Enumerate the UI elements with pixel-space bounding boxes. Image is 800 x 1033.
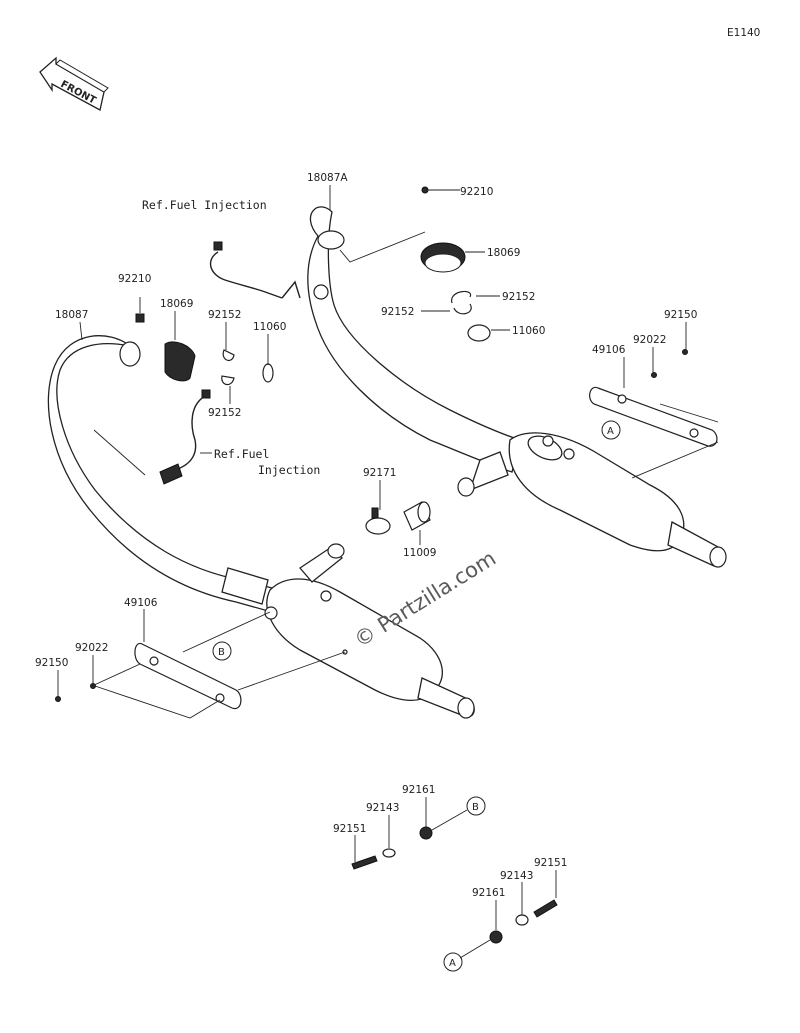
front-arrow-icon: FRONT bbox=[39, 56, 109, 111]
gasket-18069-right[interactable] bbox=[420, 242, 466, 273]
part-label-92152-l2: 92152 bbox=[208, 407, 241, 419]
part-label-18069-r: 18069 bbox=[487, 247, 520, 259]
leader-lines bbox=[57, 185, 719, 959]
pipe-11009[interactable] bbox=[403, 501, 431, 531]
callout-a-text: A bbox=[607, 426, 614, 437]
watermark: © Partzilla.com bbox=[350, 546, 500, 652]
o2-sensor-left[interactable] bbox=[159, 389, 211, 485]
muffler-right[interactable] bbox=[307, 206, 727, 568]
muffler-left[interactable] bbox=[47, 335, 475, 719]
o2-sensor-right[interactable] bbox=[209, 241, 301, 299]
part-label-92161-a: 92161 bbox=[472, 887, 505, 899]
part-label-11060-l: 11060 bbox=[253, 321, 286, 333]
part-label-92022-l: 92022 bbox=[75, 642, 108, 654]
clip-92152-right-1[interactable] bbox=[451, 290, 472, 304]
gasket-18069-left[interactable] bbox=[164, 341, 196, 382]
bolt-92150-left[interactable] bbox=[55, 696, 61, 702]
callout-a-upper: A bbox=[601, 420, 621, 440]
part-label-49106-l: 49106 bbox=[124, 597, 158, 609]
clip-92152-left-1[interactable] bbox=[222, 349, 235, 362]
clip-92152-left-2[interactable] bbox=[221, 375, 235, 386]
heat-shield-left[interactable] bbox=[134, 642, 242, 710]
part-label-92210-l: 92210 bbox=[118, 273, 151, 285]
clip-92152-right-2[interactable] bbox=[453, 303, 472, 315]
part-label-92152-r2: 92152 bbox=[381, 306, 414, 318]
callout-a-text: A bbox=[449, 958, 456, 969]
callout-b-upper: B bbox=[212, 641, 232, 661]
part-label-92161-b: 92161 bbox=[402, 784, 435, 796]
gasket-11060-left[interactable] bbox=[262, 363, 274, 383]
fastener-group-a[interactable]: A bbox=[443, 899, 558, 972]
part-label-92143-a: 92143 bbox=[500, 870, 533, 882]
nut-92210-right[interactable] bbox=[421, 186, 429, 194]
part-label-92150-r: 92150 bbox=[664, 309, 697, 321]
clamp-92171[interactable] bbox=[365, 507, 391, 535]
callout-b-text: B bbox=[218, 647, 225, 658]
bolt-92150-right[interactable] bbox=[682, 349, 688, 355]
callout-b-text: B bbox=[472, 802, 479, 813]
part-label-49106-r: 49106 bbox=[592, 344, 626, 356]
part-label-92150-l: 92150 bbox=[35, 657, 68, 669]
part-labels: 18087A 92210 18069 92152 92152 11060 921… bbox=[35, 172, 697, 899]
nut-92210-left[interactable] bbox=[135, 313, 145, 323]
part-label-92210-r: 92210 bbox=[460, 186, 493, 198]
washer-92022-right[interactable] bbox=[651, 372, 657, 378]
part-label-92152-l1: 92152 bbox=[208, 309, 241, 321]
ref-fuel-injection-top: Ref.Fuel Injection bbox=[142, 198, 267, 212]
part-label-18087A: 18087A bbox=[307, 172, 348, 184]
part-label-92022-r: 92022 bbox=[633, 334, 666, 346]
part-label-92151-b: 92151 bbox=[333, 823, 366, 835]
part-label-92171: 92171 bbox=[363, 467, 396, 479]
gasket-11060-right[interactable] bbox=[467, 324, 491, 342]
part-label-18087: 18087 bbox=[55, 309, 88, 321]
part-label-92152-r1: 92152 bbox=[502, 291, 535, 303]
part-label-11009: 11009 bbox=[403, 547, 436, 559]
part-label-18069-l: 18069 bbox=[160, 298, 193, 310]
diagram-code: E1140 bbox=[727, 27, 760, 39]
part-label-92143-b: 92143 bbox=[366, 802, 399, 814]
part-label-92151-a: 92151 bbox=[534, 857, 567, 869]
part-label-11060-r: 11060 bbox=[512, 325, 545, 337]
fastener-group-b[interactable]: B bbox=[351, 796, 486, 870]
